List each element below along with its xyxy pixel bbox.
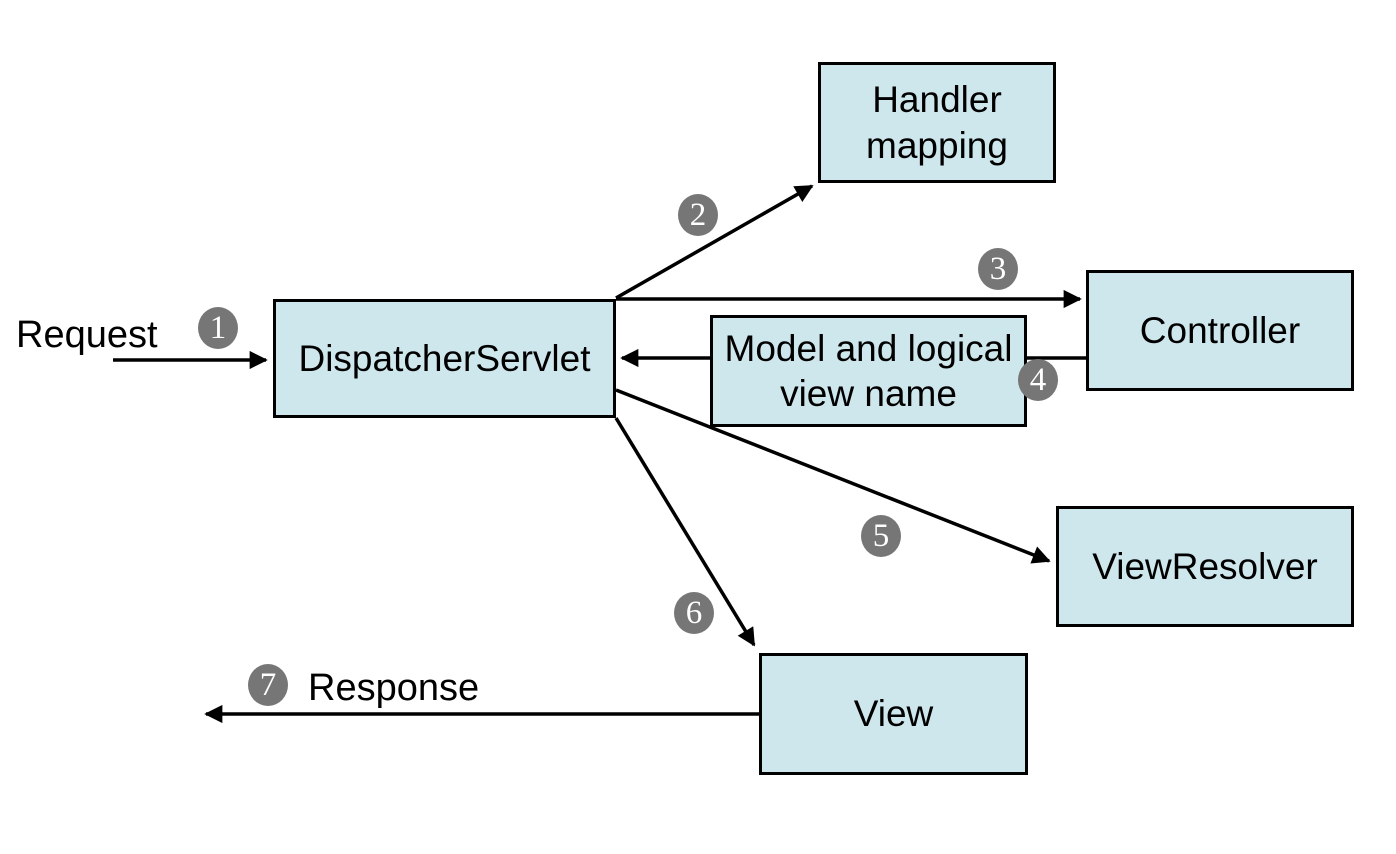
node-controller: Controller [1086,270,1354,391]
arrow-6-dispatcher-to-view [614,417,756,647]
arrow-2-dispatcher-to-handler-mapping [615,184,814,300]
badge-2: 2 [678,194,718,236]
badge-4: 4 [1018,359,1058,401]
node-dispatcher-servlet: DispatcherServlet [273,299,616,418]
node-handler-mapping: Handler mapping [818,62,1056,183]
response-label: Response [308,667,480,709]
node-model-and-logical-view-name: Model and logical view name [710,315,1027,427]
node-view-resolver: ViewResolver [1056,506,1354,627]
node-view: View [759,653,1028,775]
badge-5: 5 [861,515,901,557]
badge-7: 7 [248,664,288,706]
request-label: Request [16,314,158,356]
badge-3: 3 [978,248,1018,290]
badge-1: 1 [198,307,238,349]
badge-6: 6 [674,592,714,634]
arrow-5-dispatcher-to-viewresolver [615,388,1051,564]
